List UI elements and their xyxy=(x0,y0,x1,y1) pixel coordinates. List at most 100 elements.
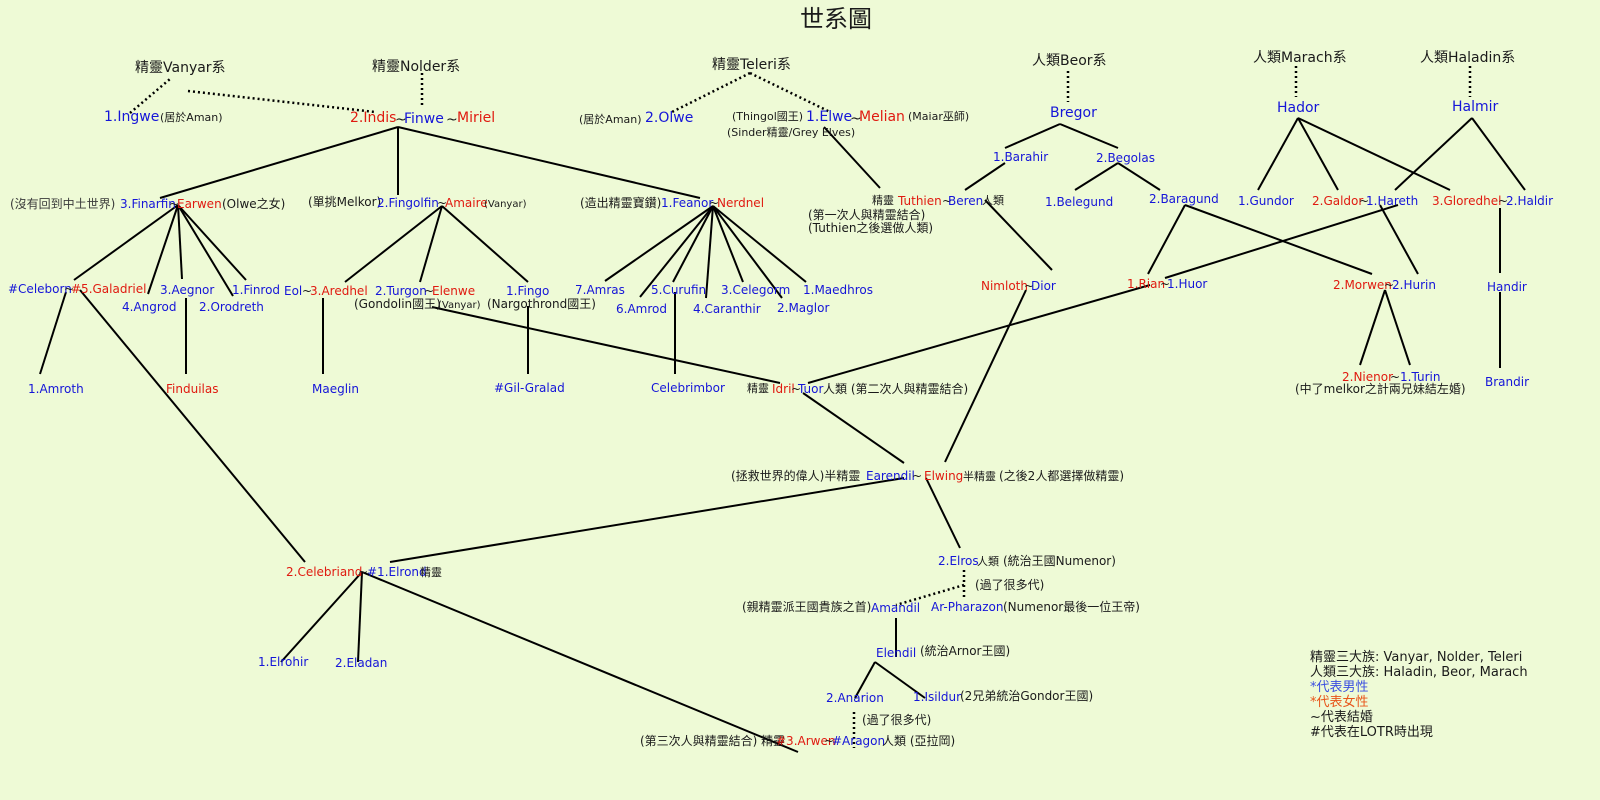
person-nerdanel: Nerdnel xyxy=(717,196,765,210)
person-pharazon: Ar-Pharazon xyxy=(931,600,1004,614)
person-anaire: Amaire xyxy=(445,196,488,210)
person-galdor: 2.Galdor xyxy=(1312,194,1364,208)
person-anarion: 2.Anarion xyxy=(826,691,884,705)
person-caranthir: 4.Caranthir xyxy=(693,302,761,316)
marriage-tilde: ~ xyxy=(824,734,835,748)
person-gilgalad: #Gil-Gralad xyxy=(494,381,565,395)
note-many-generations: (過了很多代) xyxy=(862,713,932,727)
person-olwe: 2.Olwe xyxy=(645,110,694,126)
note-union1: (第一次人與精靈結合) xyxy=(808,208,926,222)
person-elwing: Elwing xyxy=(924,469,964,483)
legend: 精靈三大族: Vanyar, Nolder, Teleri 人類三大族: Hal… xyxy=(1310,650,1528,740)
legend-elf-houses: 精靈三大族: Vanyar, Nolder, Teleri xyxy=(1310,650,1523,665)
person-hador: Hador xyxy=(1277,100,1320,116)
lineage-vanyar: 精靈Vanyar系 xyxy=(135,60,226,76)
marriage-tilde: ~ xyxy=(1024,279,1035,293)
note-nienor: (中了melkor之計兩兄妹結左婚) xyxy=(1295,382,1466,396)
person-elrond: #1.Elrond xyxy=(367,565,427,579)
person-finrod: 1.Finrod xyxy=(232,283,281,297)
person-orodreth: 2.Orodreth xyxy=(199,300,264,314)
person-melian: Melian xyxy=(859,109,905,125)
person-morwen: 2.Morwen xyxy=(1333,278,1392,292)
person-galadriel: #5.Galadriel xyxy=(71,282,147,296)
person-beren: Beren xyxy=(948,194,984,208)
marriage-tilde: ~ xyxy=(942,194,953,208)
person-elladan: 2.Eladan xyxy=(335,656,388,670)
marriage-tilde: ~ xyxy=(912,469,923,483)
marriage-tilde: ~ xyxy=(395,112,407,128)
person-baragund: 2.Baragund xyxy=(1149,192,1219,206)
person-begolas: 2.Begolas xyxy=(1096,151,1155,165)
note-sinder: (Sinder精靈/Grey Elves) xyxy=(727,126,856,139)
person-gundor: 1.Gundor xyxy=(1238,194,1294,208)
marriage-tilde: ~ xyxy=(64,282,75,296)
lineage-noldor: 精靈Nolder系 xyxy=(372,59,461,75)
person-amras: 7.Amras xyxy=(575,283,625,297)
marriage-tilde: ~ xyxy=(1359,194,1370,208)
label-human: 人類 xyxy=(982,194,1004,207)
marriage-tilde: ~ xyxy=(446,112,458,128)
marriage-tilde: ~ xyxy=(169,197,180,211)
marriage-tilde: ~ xyxy=(791,382,802,396)
note-pharazon: (Numenor最後一位王帝) xyxy=(1003,600,1140,614)
person-nienor: 2.Nienor xyxy=(1342,370,1394,384)
note-fingolfin: (單挑Melkor) xyxy=(308,195,382,209)
note-elros: (統治王國Numenor) xyxy=(1003,554,1116,568)
person-barahir: 1.Barahir xyxy=(993,150,1049,164)
note-turgon: (Gondolin國王) xyxy=(354,297,441,311)
lineage-marach: 人類Marach系 xyxy=(1253,50,1347,66)
legend-men-houses: 人類三大族: Haladin, Beor, Marach xyxy=(1310,665,1528,680)
lineage-haladin: 人類Haladin系 xyxy=(1420,50,1516,66)
note-elendil: (統治Arnor王國) xyxy=(920,644,1011,658)
label-half-elf: 半精靈 xyxy=(963,470,996,483)
person-elenwe: Elenwe xyxy=(432,284,476,298)
person-finduilas: Finduilas xyxy=(166,382,219,396)
person-indis: 2.Indis xyxy=(350,110,397,126)
note-amandil: (親精靈派王國貴族之首) xyxy=(742,600,872,614)
marriage-tilde: ~ xyxy=(437,196,448,210)
person-ingwe: 1.Ingwe xyxy=(104,109,160,125)
person-bregor: Bregor xyxy=(1050,105,1097,121)
person-feanor: 1.Feanor xyxy=(661,196,714,210)
note-anaire: (Vanyar) xyxy=(484,199,527,210)
note-melian: (Maiar巫師) xyxy=(908,110,970,123)
person-brandir: Brandir xyxy=(1485,375,1530,389)
note-thingol: (Thingol國王) xyxy=(732,110,804,123)
person-nimloth: Nimloth xyxy=(981,279,1028,293)
person-aegnor: 3.Aegnor xyxy=(160,283,215,297)
person-aragorn: #Aragon xyxy=(832,734,886,748)
note-feanor: (造出精靈寶鑽) xyxy=(580,196,662,210)
person-belegund: 1.Belegund xyxy=(1045,195,1114,209)
note-ingwe: (居於Aman) xyxy=(160,111,223,124)
legend-lotr: #代表在LOTR時出現 xyxy=(1310,725,1433,740)
note-olwe: (居於Aman) xyxy=(579,113,642,126)
note-isildur: (2兄弟統治Gondor王國) xyxy=(960,689,1094,703)
page-title: 世系圖 xyxy=(800,5,872,33)
person-elros: 2.Elros xyxy=(938,554,979,568)
legend-male: *代表男性 xyxy=(1310,680,1369,695)
person-maedhros: 1.Maedhros xyxy=(803,283,874,297)
person-isildur: 1.Isildur xyxy=(913,690,962,704)
person-elwe: 1.Elwe xyxy=(806,109,853,125)
marriage-tilde: ~ xyxy=(1384,278,1395,292)
label-human: 人類 xyxy=(977,555,999,568)
person-celegorm: 3.Celegorm xyxy=(721,283,791,297)
person-amrod: 6.Amrod xyxy=(616,302,667,316)
person-aredhel: 3.Aredhel xyxy=(310,284,368,298)
marriage-tilde: ~ xyxy=(424,284,435,298)
person-finwe: Finwe xyxy=(404,111,444,127)
person-turin: 1.Turin xyxy=(1400,370,1441,384)
person-finarfin: 3.Finarfin xyxy=(120,197,176,211)
person-elrohir: 1.Elrohir xyxy=(258,655,309,669)
marriage-tilde: ~ xyxy=(302,284,313,298)
person-hurin: 2.Hurin xyxy=(1392,278,1436,292)
person-celebrimbor: Celebrimbor xyxy=(651,381,725,395)
note-elenwe: (Vanyar) xyxy=(438,300,481,311)
person-amroth: 1.Amroth xyxy=(28,382,84,396)
marriage-tilde: ~ xyxy=(358,565,369,579)
note-earendil: (拯救世界的偉人)半精靈 xyxy=(731,469,861,483)
legend-female: *代表女性 xyxy=(1310,695,1369,710)
note-earendil-after: (之後2人都選擇做精靈) xyxy=(999,469,1124,483)
note-many-generations: (過了很多代) xyxy=(975,578,1045,592)
